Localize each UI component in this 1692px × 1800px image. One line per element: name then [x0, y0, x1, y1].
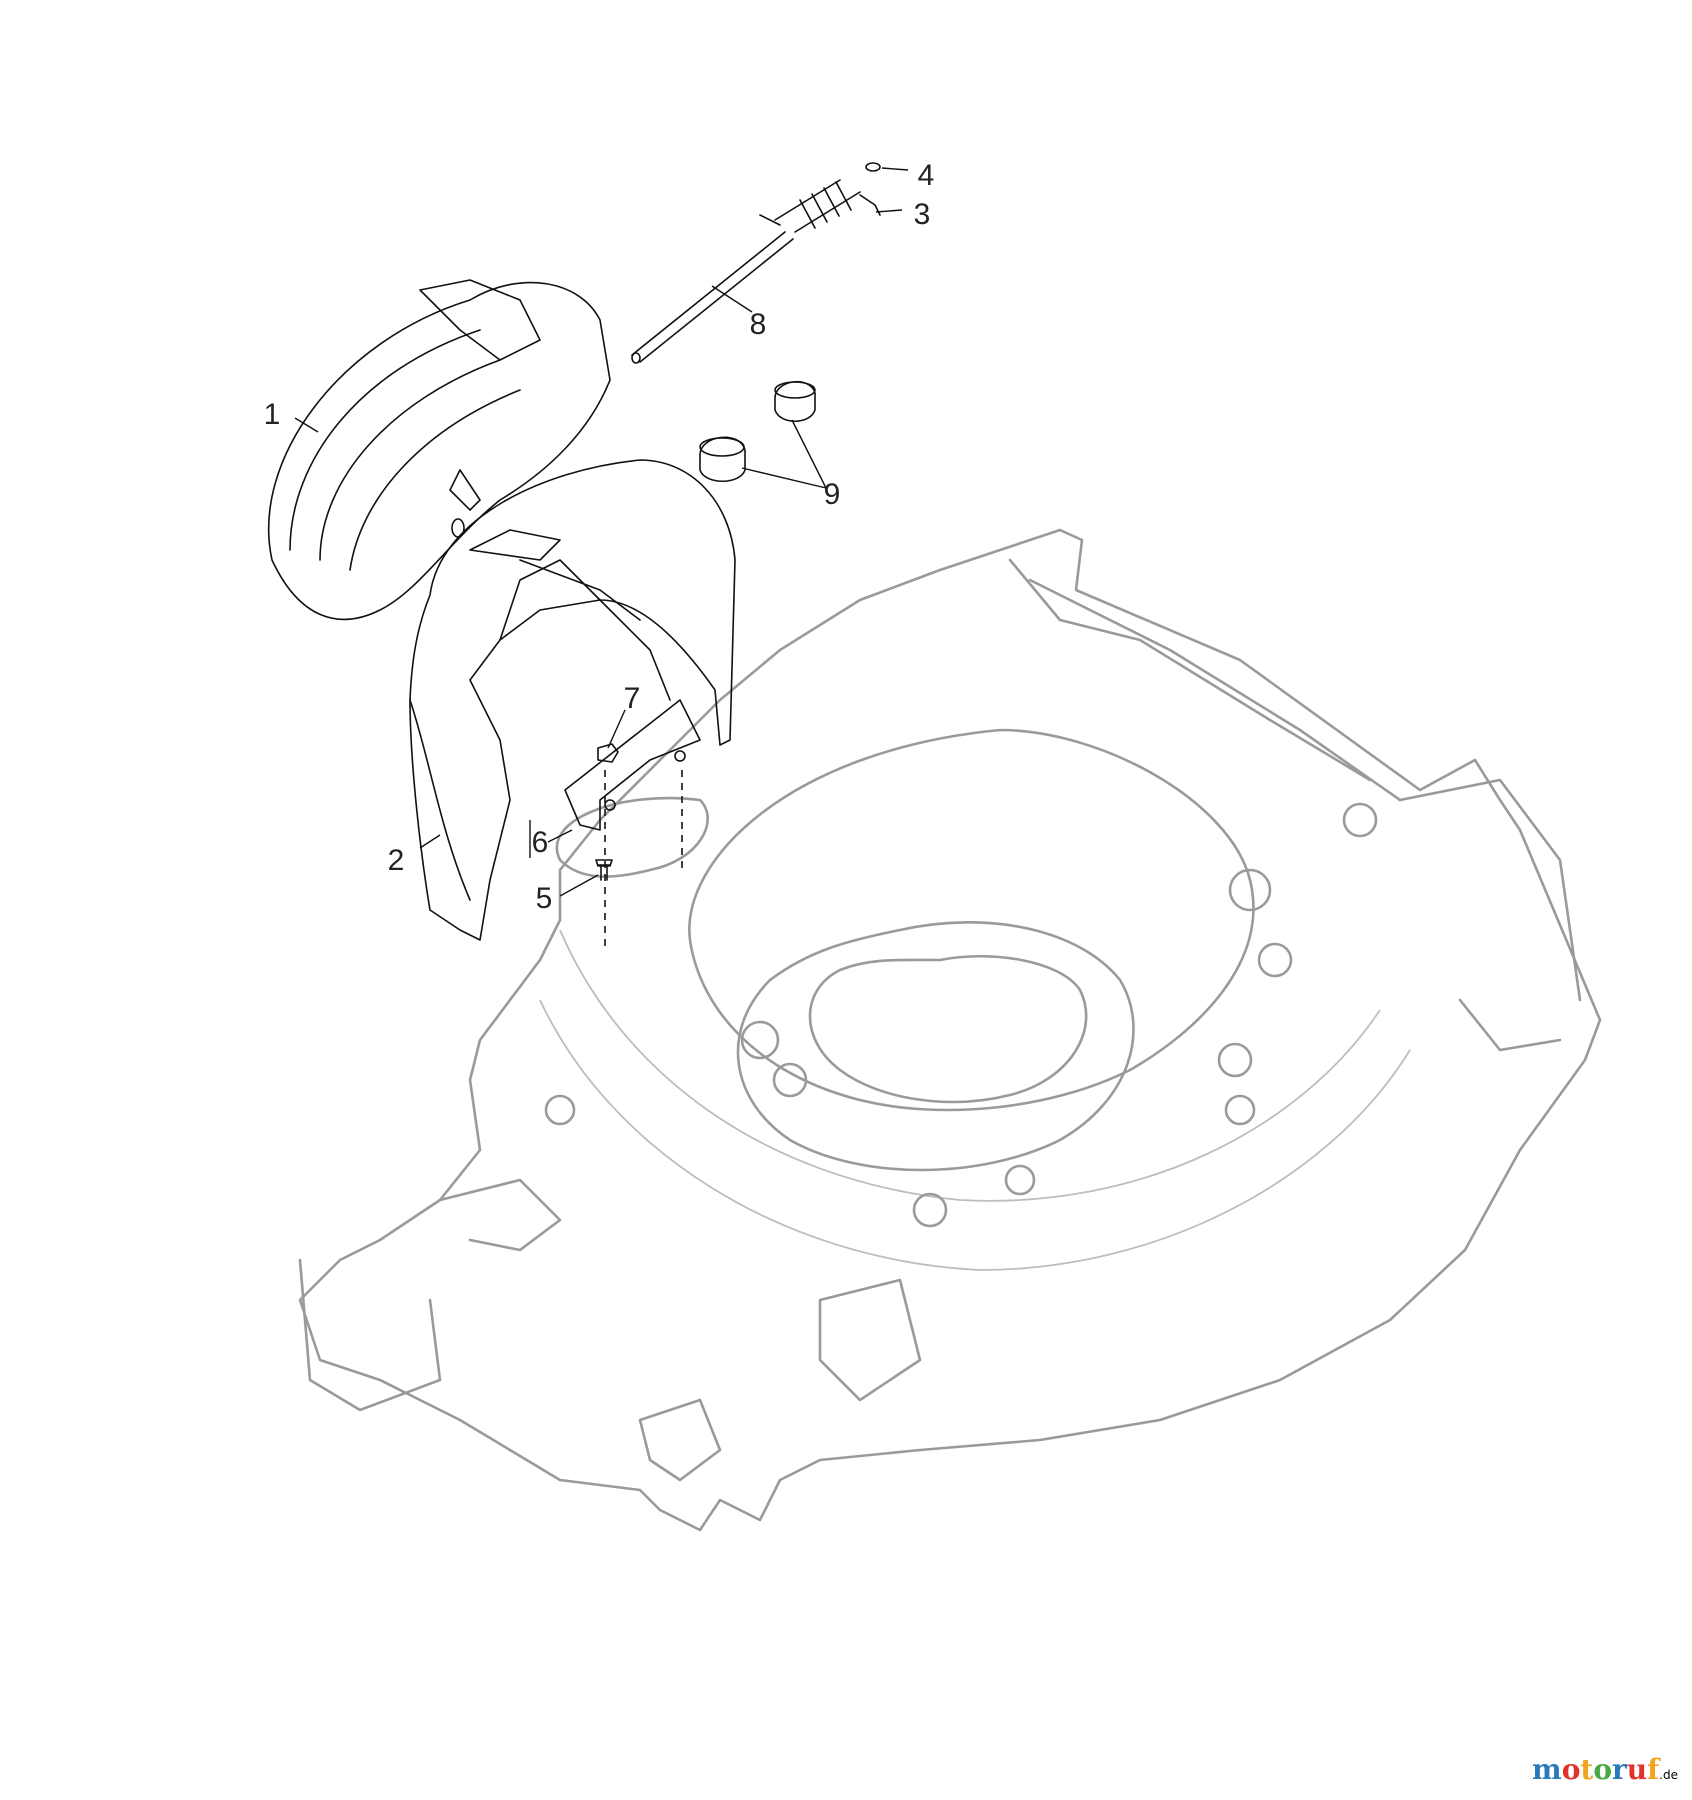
callout-2: 2	[388, 844, 405, 877]
part-1-rear-cover	[267, 279, 611, 621]
logo-letter: f	[1647, 1753, 1660, 1786]
part-3-spring	[759, 179, 881, 233]
part-4-clip	[865, 162, 881, 172]
logo-letter: m	[1532, 1753, 1562, 1786]
callout-1: 1	[264, 398, 281, 431]
callout-4: 4	[918, 159, 935, 192]
logo-suffix: .de	[1659, 1768, 1678, 1782]
part-5-screw	[595, 859, 613, 881]
callout-labels: 1 2 3 4 5 6 7 8 9	[264, 159, 935, 915]
logo-letter: r	[1612, 1753, 1627, 1786]
logo-letter: o	[1561, 1753, 1581, 1786]
part-2-rear-flap	[409, 459, 736, 941]
callout-5: 5	[536, 882, 553, 915]
logo-letter: u	[1626, 1753, 1648, 1786]
callout-3: 3	[914, 198, 931, 231]
leader-lines	[294, 167, 909, 897]
motoruf-logo: motoruf.de	[1532, 1753, 1678, 1786]
logo-letter: o	[1593, 1753, 1612, 1786]
callout-6: 6	[532, 826, 549, 859]
part-6-bracket	[564, 699, 701, 831]
part-8-rod	[631, 231, 794, 364]
mower-deck	[298, 528, 1602, 1532]
callout-8: 8	[750, 308, 767, 341]
callout-7: 7	[624, 682, 641, 715]
callout-9: 9	[824, 478, 841, 511]
logo-letter: t	[1580, 1753, 1594, 1786]
part-9-caps	[699, 380, 816, 482]
logo-text: motoruf	[1532, 1753, 1659, 1786]
